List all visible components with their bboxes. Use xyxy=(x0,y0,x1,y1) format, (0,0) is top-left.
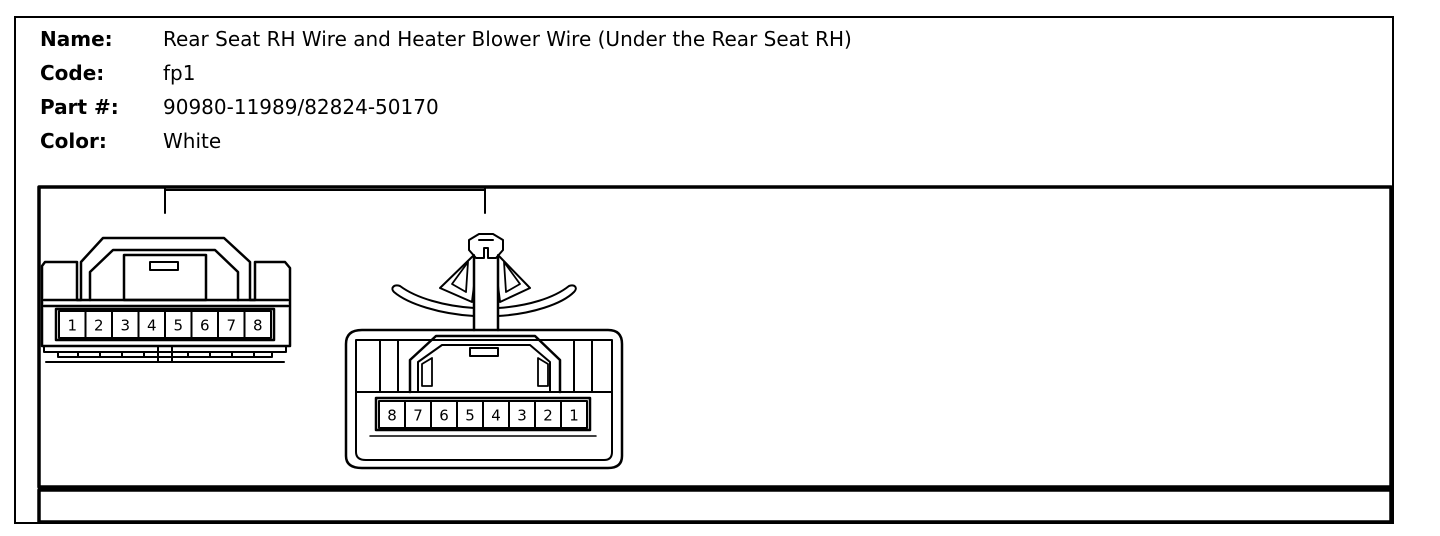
name-label: Name: xyxy=(40,27,113,51)
female-pin-label-4: 4 xyxy=(491,407,501,425)
male-pin-label-4: 4 xyxy=(147,317,157,335)
male-pin-label-3: 3 xyxy=(120,317,130,335)
drawing-area-border xyxy=(37,185,1393,489)
female-pin-label-1: 1 xyxy=(569,407,579,425)
part-label: Part #: xyxy=(40,95,119,119)
female-pin-label-2: 2 xyxy=(543,407,553,425)
male-pin-label-8: 8 xyxy=(253,317,263,335)
male-pin-label-1: 1 xyxy=(67,317,77,335)
color-value: White xyxy=(163,129,222,153)
color-label: Color: xyxy=(40,129,107,153)
code-label: Code: xyxy=(40,61,105,85)
notes-area-border xyxy=(37,488,1393,524)
male-pin-label-7: 7 xyxy=(226,317,236,335)
pair-bracket xyxy=(164,187,486,214)
female-pin-label-7: 7 xyxy=(413,407,423,425)
male-pin-label-2: 2 xyxy=(94,317,104,335)
male-pin-label-6: 6 xyxy=(200,317,210,335)
male-pin-cell-8 xyxy=(243,310,272,339)
code-value: fp1 xyxy=(163,61,196,85)
male-pin-label-5: 5 xyxy=(173,317,183,335)
female-pin-label-3: 3 xyxy=(517,407,527,425)
female-pin-label-5: 5 xyxy=(465,407,475,425)
female-pin-cell-1 xyxy=(560,400,588,429)
female-pin-label-6: 6 xyxy=(439,407,449,425)
name-value: Rear Seat RH Wire and Heater Blower Wire… xyxy=(163,27,852,51)
part-value: 90980-11989/82824-50170 xyxy=(163,95,439,119)
female-pin-label-8: 8 xyxy=(387,407,397,425)
